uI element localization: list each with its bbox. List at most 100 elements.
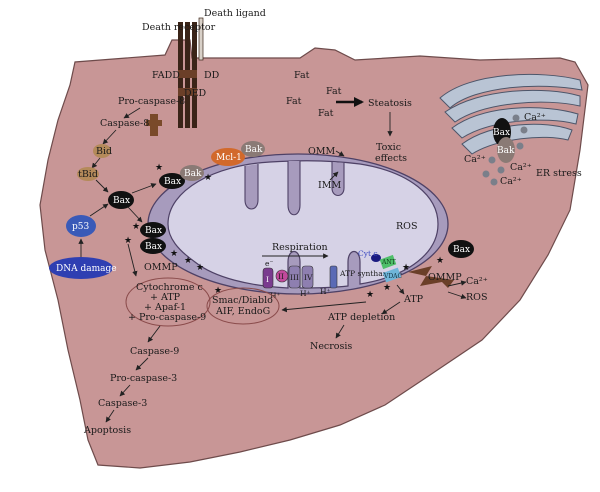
bax-dimer-1-label: Bax <box>145 226 162 236</box>
bax-dimer-2 <box>140 238 166 254</box>
tbid-node <box>77 167 99 181</box>
bax-node-center <box>108 191 134 209</box>
fat-label-4: Fat <box>318 108 334 119</box>
calcium-dots <box>482 114 528 186</box>
aif-endog-label: AIF, EndoG <box>215 306 270 317</box>
bax-dimer-2-label: Bax <box>145 242 162 252</box>
crista-top-2 <box>287 161 301 216</box>
tbid-label: tBid <box>78 169 98 180</box>
smac-circle <box>206 287 280 325</box>
complex-3-label: III <box>290 273 299 282</box>
bax-label-top: Bax <box>164 177 181 187</box>
endoplasmic-reticulum <box>439 73 583 155</box>
ca-label-er-4: Ca²⁺ <box>500 176 522 187</box>
p53-label: p53 <box>72 222 89 232</box>
bax-node-right <box>448 240 474 258</box>
vdac-channel <box>382 267 402 283</box>
ommp-lightning-icon <box>408 266 454 288</box>
ant-channel <box>379 254 397 270</box>
crista-top-3 <box>331 162 345 197</box>
svg-text:★: ★ <box>196 263 204 273</box>
svg-text:★: ★ <box>436 256 444 266</box>
svg-text:★: ★ <box>155 163 163 173</box>
svg-text:★: ★ <box>402 263 410 273</box>
proton-label-2: H⁺ <box>300 289 311 298</box>
caspase-9-label: Caspase-9 <box>130 346 179 357</box>
svg-text:★: ★ <box>132 222 140 232</box>
cyt-c-label: Cyt c <box>358 249 378 258</box>
dna-damage-label: DNA damage <box>56 264 117 274</box>
ommp-label-right: OMMP <box>428 272 462 283</box>
bax-node-top <box>159 173 185 189</box>
bax-label-er: Bax <box>493 128 510 138</box>
toxic-effects-label-1: Toxic <box>376 142 401 153</box>
apoptosis-label: Apoptosis <box>83 425 131 436</box>
bak-label-top: Bak <box>184 169 202 179</box>
caspase-3-label: Caspase-3 <box>98 398 147 409</box>
svg-text:★: ★ <box>184 256 192 266</box>
bax-label-right: Bax <box>453 245 470 255</box>
apoptosome-circle <box>125 277 211 327</box>
crista-top-1 <box>244 164 259 210</box>
dna-damage-node <box>49 257 113 279</box>
ros-stars: ★ ★ ★ ★ ★ ★ ★ ★ ★ ★ ★ ★ <box>124 163 444 300</box>
p53-node <box>66 215 96 237</box>
electron-transport-chain <box>262 265 338 289</box>
bak-node-er <box>497 137 515 163</box>
necrosis-label: Necrosis <box>310 341 352 352</box>
fat-label-2: Fat <box>326 86 342 97</box>
ded-label: DED <box>184 88 207 99</box>
plus-atp-label: + ATP <box>150 292 181 303</box>
plus-procaspase9-label: + Pro-caspase-9 <box>128 312 206 323</box>
bax-label-center: Bax <box>113 196 130 206</box>
cytochrome-c-label: Cytochrome c <box>136 282 203 293</box>
svg-text:★: ★ <box>124 236 132 246</box>
svg-text:★: ★ <box>170 249 178 259</box>
mcl1-node <box>211 148 245 166</box>
toxic-effects-label-2: effects <box>375 153 407 164</box>
plus-apaf1-label: + Apaf-1 <box>144 302 186 313</box>
cyt-c-node <box>371 254 381 262</box>
caspase-8-label: Caspase-8 <box>100 118 149 129</box>
bid-node <box>93 144 111 158</box>
svg-text:★: ★ <box>383 283 391 293</box>
atp-depletion-label: ATP depletion <box>327 312 395 323</box>
bak-label-mcl: Bak <box>245 145 263 155</box>
ca-label-right: Ca²⁺ <box>466 276 488 287</box>
omm-label: OMM <box>308 146 336 157</box>
complex-1-label: I <box>266 275 269 284</box>
atp-synthase-label: ATP synthase <box>339 269 392 278</box>
svg-text:★: ★ <box>366 290 374 300</box>
fat-label-1: Fat <box>294 70 310 81</box>
proton-label-1: H⁺ <box>270 291 281 300</box>
ant-label: ANT <box>381 259 396 266</box>
proton-label-3: H⁺ <box>320 287 331 296</box>
fadd-label: FADD <box>152 70 180 81</box>
ros-label-right: ROS <box>466 292 487 303</box>
bax-dimer-1 <box>140 222 166 238</box>
imm-label: IMM <box>318 180 341 191</box>
bak-label-er: Bak <box>497 146 515 156</box>
fat-label-3: Fat <box>286 96 302 107</box>
dd-label: DD <box>204 70 220 81</box>
respiration-label: Respiration <box>272 242 328 253</box>
ca-label-er-1: Ca²⁺ <box>524 112 546 123</box>
complex-2-label: II <box>278 272 284 281</box>
pro-caspase-3-label: Pro-caspase-3 <box>110 373 177 384</box>
svg-text:★: ★ <box>204 173 212 183</box>
electron-label: e⁻ <box>265 259 273 268</box>
bak-node-top <box>180 165 204 181</box>
ca-label-er-2: Ca²⁺ <box>464 154 486 165</box>
er-stress-label: ER stress <box>536 168 582 179</box>
ca-label-er-3: Ca²⁺ <box>510 162 532 173</box>
steatosis-label: Steatosis <box>368 98 412 109</box>
ros-label-mito: ROS <box>396 221 417 232</box>
ommp-label-left: OMMP <box>144 262 178 273</box>
atp-label-right: ATP <box>403 294 424 305</box>
membrane-fragment-bar <box>146 120 162 126</box>
death-receptor-label: Death receptor <box>142 22 216 33</box>
mcl1-label: Mcl-1 <box>216 153 242 163</box>
complex-4-label: IV <box>304 273 313 282</box>
